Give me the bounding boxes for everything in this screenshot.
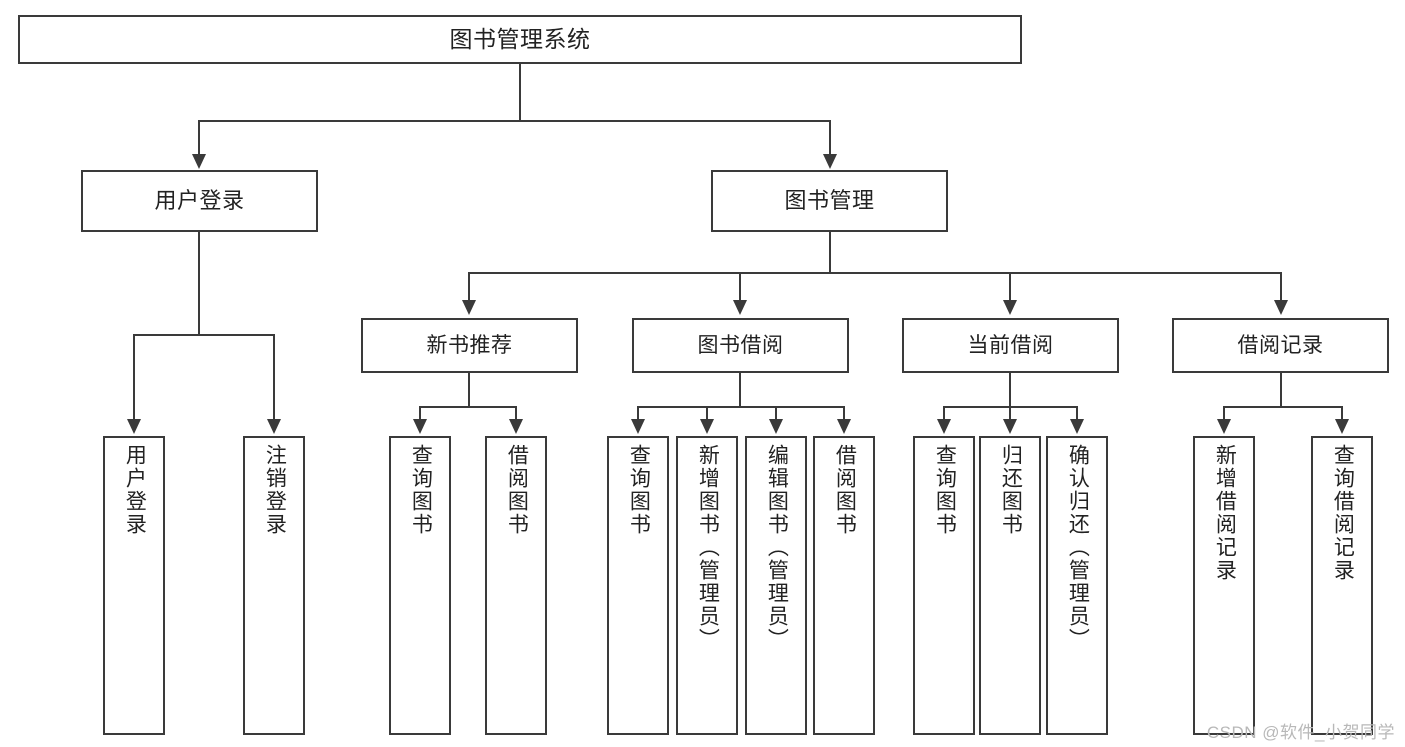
connector-book-mgmt-to-current-borrow — [1009, 272, 1011, 302]
node-label: 编辑图书（管理员） — [765, 444, 789, 651]
node-label: 图书管理 — [784, 187, 875, 213]
connector-book-mgmt-bus — [468, 272, 1282, 274]
connector-borrow-record-bus — [1223, 406, 1343, 408]
connector-root-stem — [519, 64, 521, 121]
node-label: 新增借阅记录 — [1213, 444, 1237, 582]
node-label: 借阅图书 — [505, 444, 529, 536]
arrow-book-mgmt-to-book-borrow — [733, 300, 747, 315]
arrow-current-borrow-to-leaf-2 — [1003, 419, 1017, 434]
node-root-system[interactable]: 图书管理系统 — [18, 15, 1022, 64]
leaf-new-book-query-books[interactable]: 查询图书 — [389, 436, 451, 735]
connector-user-login-stem — [198, 232, 200, 335]
connector-root-to-user-login — [198, 120, 200, 156]
connector-user-login-to-leaf-1 — [133, 334, 135, 421]
leaf-book-borrow-add-book-admin[interactable]: 新增图书（管理员） — [676, 436, 738, 735]
connector-current-borrow-stem — [1009, 373, 1011, 407]
connector-borrow-record-to-leaf-1 — [1223, 406, 1225, 421]
connector-book-borrow-to-leaf-1 — [637, 406, 639, 421]
arrow-user-login-to-leaf-1 — [127, 419, 141, 434]
arrow-book-borrow-to-leaf-2 — [700, 419, 714, 434]
connector-current-borrow-to-leaf-3 — [1076, 406, 1078, 421]
arrow-borrow-record-to-leaf-2 — [1335, 419, 1349, 434]
leaf-borrow-record-add-record[interactable]: 新增借阅记录 — [1193, 436, 1255, 735]
arrow-book-borrow-to-leaf-3 — [769, 419, 783, 434]
connector-user-login-bus — [133, 334, 275, 336]
connector-book-borrow-to-leaf-4 — [843, 406, 845, 421]
arrow-root-to-user-login — [192, 154, 206, 169]
node-label: 确认归还（管理员） — [1066, 444, 1090, 651]
connector-book-borrow-to-leaf-3 — [775, 406, 777, 421]
leaf-book-borrow-query-books[interactable]: 查询图书 — [607, 436, 669, 735]
connector-borrow-record-to-leaf-2 — [1341, 406, 1343, 421]
node-label: 图书借阅 — [697, 333, 784, 357]
arrow-book-mgmt-to-new-book — [462, 300, 476, 315]
node-label: 图书管理系统 — [449, 25, 591, 52]
connector-book-mgmt-to-new-book — [468, 272, 470, 302]
node-label: 用户登录 — [154, 187, 245, 213]
arrow-root-to-book-mgmt — [823, 154, 837, 169]
node-user-login[interactable]: 用户登录 — [81, 170, 318, 232]
leaf-current-borrow-confirm-return-admin[interactable]: 确认归还（管理员） — [1046, 436, 1108, 735]
connector-current-borrow-to-leaf-2 — [1009, 406, 1011, 421]
node-label: 当前借阅 — [967, 333, 1054, 357]
arrow-book-mgmt-to-current-borrow — [1003, 300, 1017, 315]
node-book-borrow[interactable]: 图书借阅 — [632, 318, 849, 373]
arrow-book-borrow-to-leaf-1 — [631, 419, 645, 434]
arrow-user-login-to-leaf-2 — [267, 419, 281, 434]
connector-book-borrow-to-leaf-2 — [706, 406, 708, 421]
node-label: 借阅图书 — [833, 444, 857, 536]
connector-root-bus — [199, 120, 831, 122]
arrow-borrow-record-to-leaf-1 — [1217, 419, 1231, 434]
node-label: 新书推荐 — [426, 333, 513, 357]
node-label: 查询图书 — [933, 444, 957, 536]
leaf-borrow-record-query-record[interactable]: 查询借阅记录 — [1311, 436, 1373, 735]
node-current-borrow[interactable]: 当前借阅 — [902, 318, 1119, 373]
node-label: 注销登录 — [263, 444, 287, 536]
connector-book-mgmt-to-book-borrow — [739, 272, 741, 302]
connector-new-book-bus — [419, 406, 517, 408]
connector-new-book-to-leaf-1 — [419, 406, 421, 421]
connector-root-to-book-mgmt — [829, 120, 831, 156]
node-new-book-recommend[interactable]: 新书推荐 — [361, 318, 578, 373]
node-label: 归还图书 — [999, 444, 1023, 536]
arrow-book-borrow-to-leaf-4 — [837, 419, 851, 434]
node-label: 用户登录 — [123, 444, 147, 536]
connector-new-book-stem — [468, 373, 470, 407]
arrow-book-mgmt-to-borrow-record — [1274, 300, 1288, 315]
leaf-user-login-logout[interactable]: 注销登录 — [243, 436, 305, 735]
leaf-current-borrow-return-books[interactable]: 归还图书 — [979, 436, 1041, 735]
connector-borrow-record-stem — [1280, 373, 1282, 407]
node-borrow-record[interactable]: 借阅记录 — [1172, 318, 1389, 373]
leaf-user-login-login[interactable]: 用户登录 — [103, 436, 165, 735]
node-book-management[interactable]: 图书管理 — [711, 170, 948, 232]
connector-current-borrow-to-leaf-1 — [943, 406, 945, 421]
leaf-new-book-borrow-books[interactable]: 借阅图书 — [485, 436, 547, 735]
node-label: 新增图书（管理员） — [696, 444, 720, 651]
node-label: 查询借阅记录 — [1331, 444, 1355, 582]
node-label: 查询图书 — [627, 444, 651, 536]
leaf-book-borrow-edit-book-admin[interactable]: 编辑图书（管理员） — [745, 436, 807, 735]
arrow-current-borrow-to-leaf-3 — [1070, 419, 1084, 434]
connector-book-borrow-bus — [637, 406, 845, 408]
connector-book-mgmt-to-borrow-record — [1280, 272, 1282, 302]
connector-user-login-to-leaf-2 — [273, 334, 275, 421]
node-label: 查询图书 — [409, 444, 433, 536]
node-label: 借阅记录 — [1237, 333, 1324, 357]
arrow-new-book-to-leaf-1 — [413, 419, 427, 434]
connector-book-mgmt-stem — [829, 232, 831, 273]
connector-book-borrow-stem — [739, 373, 741, 407]
leaf-current-borrow-query-books[interactable]: 查询图书 — [913, 436, 975, 735]
leaf-book-borrow-borrow-books[interactable]: 借阅图书 — [813, 436, 875, 735]
connector-new-book-to-leaf-2 — [515, 406, 517, 421]
arrow-new-book-to-leaf-2 — [509, 419, 523, 434]
arrow-current-borrow-to-leaf-1 — [937, 419, 951, 434]
